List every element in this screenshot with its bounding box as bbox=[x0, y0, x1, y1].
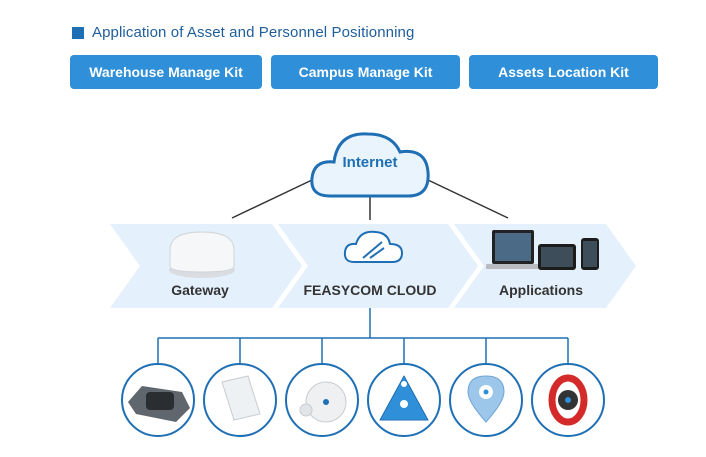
gateway-label: Gateway bbox=[171, 282, 229, 298]
pin-tag-icon bbox=[467, 375, 505, 423]
feasycom-cloud-icon bbox=[343, 230, 404, 263]
gateway-device-icon bbox=[169, 231, 235, 278]
wristband-icon bbox=[548, 374, 588, 426]
cloud-chevron bbox=[278, 224, 478, 308]
applications-label: Applications bbox=[498, 282, 583, 298]
internet-cloud-icon bbox=[310, 132, 430, 198]
applications-devices-icon bbox=[486, 230, 599, 270]
dark-beacon-icon bbox=[128, 386, 190, 422]
title-square-icon bbox=[72, 26, 84, 39]
device-tree-lines bbox=[157, 308, 569, 364]
round-beacon-icon bbox=[299, 381, 347, 423]
campus-kit-button[interactable]: Campus Manage Kit bbox=[271, 55, 460, 89]
internet-label: Internet bbox=[342, 154, 398, 171]
triangle-tag-icon bbox=[379, 375, 429, 421]
feasycom-cloud-label: FEASYCOM CLOUD bbox=[303, 282, 437, 298]
section-title: Application of Asset and Personnel Posit… bbox=[72, 24, 414, 41]
section-title-text: Application of Asset and Personnel Posit… bbox=[92, 24, 415, 41]
warehouse-kit-button[interactable]: Warehouse Manage Kit bbox=[70, 55, 262, 89]
card-tag-icon bbox=[221, 375, 261, 421]
assets-location-kit-button[interactable]: Assets Location Kit bbox=[469, 55, 658, 89]
